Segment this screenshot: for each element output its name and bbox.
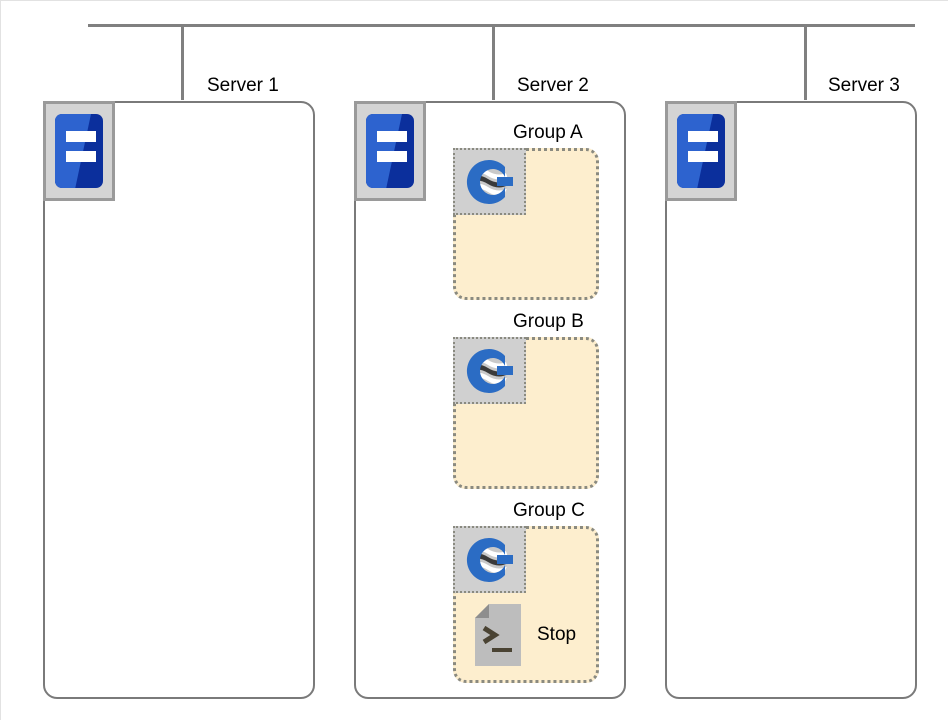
script-label: Stop <box>537 624 577 645</box>
server-bay-bar-2 <box>377 151 407 162</box>
group-item-stop-script[interactable]: Stop <box>475 604 576 666</box>
group-label-group-a: Group A <box>513 122 583 143</box>
bus-drop-server-1 <box>181 26 184 100</box>
server-icon[interactable] <box>354 101 426 201</box>
server-label-server-2: Server 2 <box>517 75 589 96</box>
server-bay-bar-1 <box>377 131 407 142</box>
glassfish-icon[interactable] <box>453 526 526 593</box>
server-bay-bar-2 <box>66 151 96 162</box>
server-icon[interactable] <box>43 101 115 201</box>
script-icon <box>475 604 521 666</box>
server-icon[interactable] <box>665 101 737 201</box>
server-chassis <box>55 114 103 188</box>
glassfish-icon[interactable] <box>453 148 526 215</box>
group-label-group-b: Group B <box>513 311 584 332</box>
group-label-group-c: Group C <box>513 500 585 521</box>
network-bus-line <box>88 24 915 27</box>
server-chassis <box>366 114 414 188</box>
server-bay-bar-1 <box>66 131 96 142</box>
bus-drop-server-2 <box>492 26 495 100</box>
glassfish-icon[interactable] <box>453 337 526 404</box>
server-label-server-1: Server 1 <box>207 75 279 96</box>
server-bay-bar-1 <box>688 131 718 142</box>
server-label-server-3: Server 3 <box>828 75 900 96</box>
bus-drop-server-3 <box>804 26 807 100</box>
server-bay-bar-2 <box>688 151 718 162</box>
server-chassis <box>677 114 725 188</box>
